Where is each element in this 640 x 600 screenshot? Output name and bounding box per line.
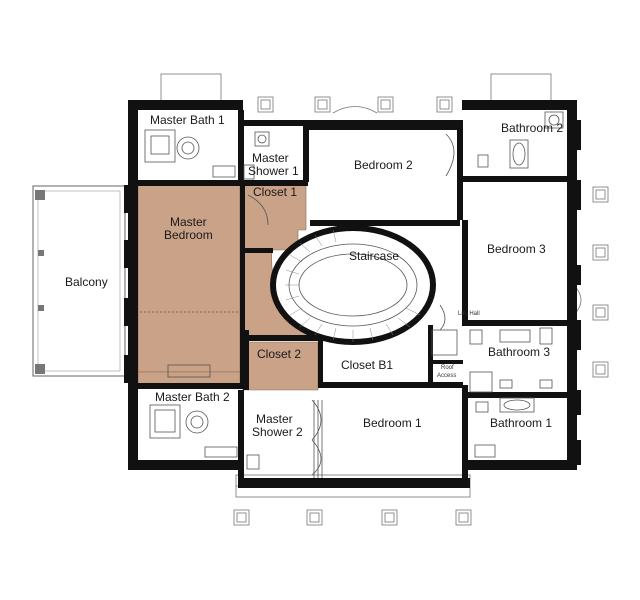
fixtures — [140, 111, 564, 478]
room-label-closet-1: Closet 1 — [253, 185, 298, 199]
room-label-master-bath-2: Master Bath 2 — [155, 390, 230, 404]
room-label-linen-hall: Lin. Hall — [458, 311, 480, 317]
room-label-staircase: Staircase — [349, 249, 400, 263]
room-label-closet-2: Closet 2 — [257, 347, 302, 361]
room-label-balcony: Balcony — [65, 275, 108, 289]
room-label-master-shower-1-line2: Shower 1 — [248, 164, 299, 178]
room-label-bedroom-3: Bedroom 3 — [487, 242, 546, 256]
room-label-closet-b1: Closet B1 — [341, 358, 394, 372]
room-label-roof-access-line2: Access — [437, 373, 457, 379]
room-label-master-bedroom-line2: Bedroom — [164, 228, 213, 242]
room-label-bedroom-2: Bedroom 2 — [354, 158, 413, 172]
master-suite-highlight — [137, 184, 321, 391]
room-label-master-shower-2-line2: Shower 2 — [252, 425, 303, 439]
staircase-drawing — [270, 225, 436, 345]
room-label-bedroom-1: Bedroom 1 — [363, 416, 422, 430]
window-piers — [124, 120, 581, 465]
room-label-bathroom-2: Bathroom 2 — [501, 121, 564, 135]
room-label-master-bedroom-line1: Master — [170, 215, 207, 229]
room-label-master-shower-2-line1: Master — [256, 412, 293, 426]
balcony — [32, 185, 126, 377]
room-label-bathroom-1: Bathroom 1 — [490, 416, 553, 430]
room-label-master-shower-1-line1: Master — [252, 151, 289, 165]
room-label-master-bath-1: Master Bath 1 — [150, 113, 225, 127]
room-label-roof-access-line1: Roof — [441, 365, 454, 371]
room-label-bathroom-3: Bathroom 3 — [488, 345, 551, 359]
